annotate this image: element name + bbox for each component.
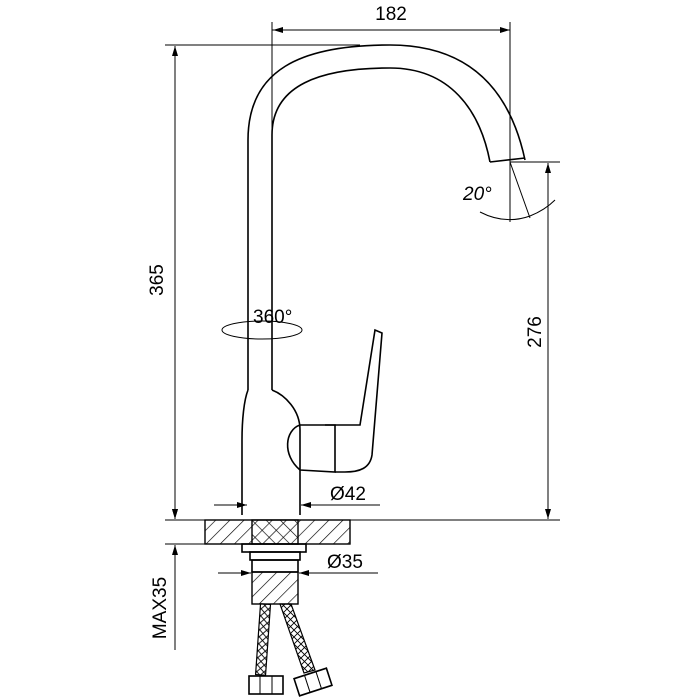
width-label: 182	[375, 4, 407, 25]
hose-fitting-left	[248, 675, 284, 695]
rotation-ellipse	[221, 320, 303, 340]
rotation-label: 360°	[253, 307, 292, 328]
height-label: 365	[147, 264, 168, 296]
base-diameter-label: Ø42	[330, 484, 366, 505]
spout-height-label: 276	[525, 316, 546, 348]
mounting-assembly	[204, 519, 351, 697]
washer	[241, 543, 307, 553]
hose-fitting-right	[293, 667, 333, 697]
shank-section	[251, 519, 299, 545]
thread	[249, 551, 301, 561]
handle-lever	[325, 328, 383, 473]
hose-left	[254, 603, 272, 676]
nut	[251, 559, 299, 573]
dimension-lines	[165, 22, 560, 650]
spout-inner	[271, 67, 491, 390]
spout-outer	[247, 44, 526, 390]
hose-right	[279, 603, 316, 674]
tilt-label: 20°	[462, 184, 492, 205]
shank-diameter-label: Ø35	[327, 552, 363, 573]
spout-tip	[489, 157, 526, 163]
handle-base	[286, 424, 336, 473]
body-lower	[241, 389, 301, 515]
faucet-body	[241, 44, 526, 515]
max-thickness-label: MAX35	[150, 577, 171, 639]
nut-body	[251, 571, 299, 605]
